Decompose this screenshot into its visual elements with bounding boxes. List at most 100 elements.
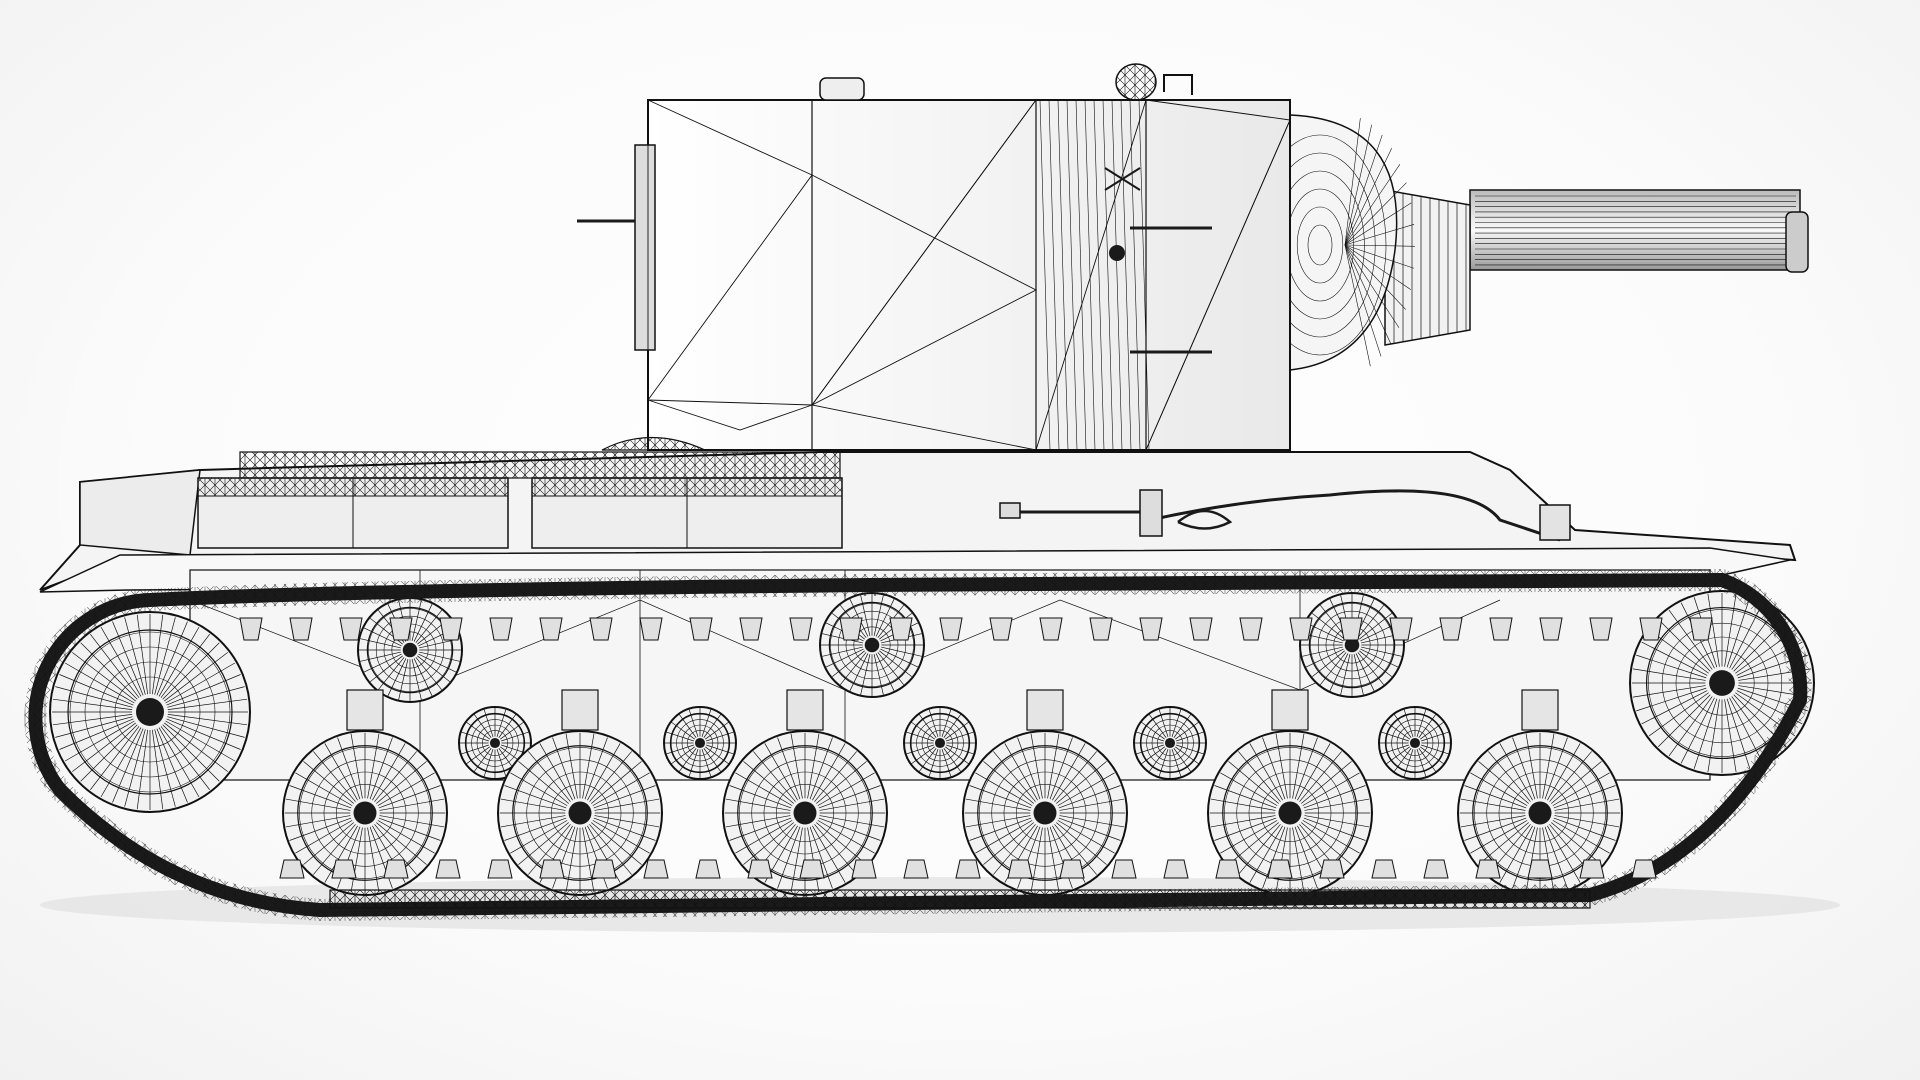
return-roller-spoke bbox=[873, 654, 884, 695]
track-guide-tooth bbox=[591, 859, 617, 879]
road-wheel-spoke bbox=[790, 733, 803, 799]
road-wheel-spoke bbox=[295, 820, 353, 854]
support-roller-ring bbox=[1396, 724, 1434, 762]
idler-wheel-spoke bbox=[164, 652, 228, 702]
idler-wheel-spoke bbox=[72, 652, 136, 702]
return-roller-spoke bbox=[1329, 653, 1349, 692]
road-wheel-spoke bbox=[969, 817, 1032, 841]
road-wheel-spoke bbox=[1056, 761, 1107, 804]
track-guide-tooth bbox=[487, 859, 513, 879]
idler-wheel-spoke bbox=[59, 674, 134, 706]
road-wheel-spoke bbox=[1238, 824, 1281, 875]
drive-sprocket-spoke bbox=[1641, 690, 1708, 725]
support-roller-ring bbox=[465, 713, 525, 773]
road-wheel-ring bbox=[538, 771, 622, 855]
idler-wheel-spoke bbox=[112, 728, 144, 803]
road-wheel-spoke bbox=[285, 815, 351, 828]
idler-wheel-spoke bbox=[100, 626, 142, 697]
support-roller-spoke bbox=[906, 744, 934, 755]
road-wheel-spoke bbox=[983, 822, 1034, 865]
road-wheel-spoke bbox=[1030, 733, 1043, 799]
road-wheel-spoke bbox=[814, 824, 857, 875]
return-roller-spoke bbox=[1357, 604, 1385, 638]
road-wheel-spoke bbox=[593, 785, 656, 809]
road-wheel-spoke bbox=[1301, 822, 1352, 865]
turret-dense-wire bbox=[1057, 99, 1069, 451]
road-wheel-spoke bbox=[812, 825, 846, 883]
road-wheel-spoke bbox=[1478, 761, 1529, 804]
idler-wheel-spoke bbox=[64, 662, 135, 704]
road-wheel-spoke bbox=[975, 772, 1033, 806]
track-guide-tooth bbox=[989, 617, 1013, 641]
return-roller-spoke bbox=[369, 655, 403, 683]
drive-sprocket-spoke bbox=[1641, 641, 1708, 676]
road-wheel-spoke bbox=[1525, 733, 1538, 799]
turret-rear-hatch bbox=[634, 144, 656, 351]
return-roller-spoke bbox=[1357, 652, 1385, 686]
road-wheel-spoke bbox=[975, 820, 1033, 854]
road-wheel-spoke bbox=[376, 761, 427, 804]
idler-wheel-spoke bbox=[112, 621, 144, 696]
idler-wheel-spoke bbox=[167, 716, 245, 738]
track-guide-tooth bbox=[939, 617, 963, 641]
support-roller-spoke bbox=[688, 749, 699, 777]
support-roller-ring bbox=[910, 713, 970, 773]
support-roller-spoke bbox=[688, 709, 699, 737]
road-wheel-spoke bbox=[582, 733, 595, 799]
road-wheel-spoke bbox=[1030, 827, 1043, 893]
drive-sprocket-spoke bbox=[1668, 609, 1713, 670]
track-guide-tooth bbox=[747, 859, 773, 879]
support-roller-spoke bbox=[703, 748, 722, 772]
track-guide-tooth bbox=[851, 859, 877, 879]
track-bottom-run bbox=[329, 889, 1591, 909]
mantlet-wire bbox=[1344, 244, 1371, 367]
return-roller-spoke bbox=[415, 609, 443, 643]
gun-mantlet bbox=[1289, 114, 1398, 371]
drive-sprocket-spoke bbox=[1680, 697, 1715, 764]
idler-wheel-spoke bbox=[166, 718, 241, 750]
road-wheel-spoke bbox=[983, 761, 1034, 804]
track-guide-tooth bbox=[799, 859, 825, 879]
road-wheel bbox=[282, 730, 448, 896]
return-roller-spoke bbox=[411, 600, 422, 641]
idler-wheel-spoke bbox=[136, 729, 148, 810]
support-roller-spoke bbox=[483, 709, 494, 737]
support-roller-spoke bbox=[1175, 721, 1199, 740]
return-roller-hub bbox=[402, 642, 418, 658]
return-roller bbox=[357, 597, 463, 703]
return-roller-spoke bbox=[419, 651, 460, 662]
return-roller-spoke bbox=[363, 653, 402, 673]
return-roller-ring bbox=[845, 618, 899, 672]
drive-sprocket-spoke bbox=[1657, 694, 1711, 748]
idler-wheel-spoke bbox=[165, 720, 236, 762]
road-wheel-ring bbox=[775, 783, 834, 842]
return-roller-spoke bbox=[377, 657, 405, 691]
support-roller-ring bbox=[1140, 713, 1200, 773]
support-roller bbox=[903, 706, 977, 780]
road-wheel-spoke bbox=[1554, 815, 1620, 828]
idler-wheel-hub bbox=[136, 698, 164, 726]
idler-wheel-spoke bbox=[64, 720, 135, 762]
road-wheel-spoke bbox=[729, 785, 792, 809]
road-wheel-spoke bbox=[1303, 785, 1366, 809]
idler-wheel-spoke bbox=[100, 727, 142, 798]
road-wheel-spoke bbox=[565, 827, 578, 893]
drive-sprocket-spoke bbox=[1693, 698, 1718, 769]
return-roller-spoke bbox=[860, 595, 871, 636]
return-roller-spoke bbox=[873, 595, 884, 636]
road-wheel-spoke bbox=[295, 772, 353, 806]
tow-cable-loop bbox=[1177, 509, 1233, 530]
road-wheel-spoke bbox=[589, 751, 632, 802]
support-roller-spoke bbox=[911, 721, 935, 740]
idler-wheel-spoke bbox=[55, 686, 133, 708]
road-wheel-spoke bbox=[582, 827, 595, 893]
road-wheel-spoke bbox=[313, 824, 356, 875]
track-guide-tooth bbox=[1475, 859, 1501, 879]
return-roller-spoke bbox=[1340, 654, 1351, 695]
return-roller-spoke bbox=[387, 658, 407, 697]
support-roller-spoke bbox=[1386, 746, 1410, 765]
return-roller-ring bbox=[853, 626, 891, 664]
idler-wheel-spoke bbox=[158, 727, 200, 798]
road-wheel-spoke bbox=[518, 761, 569, 804]
